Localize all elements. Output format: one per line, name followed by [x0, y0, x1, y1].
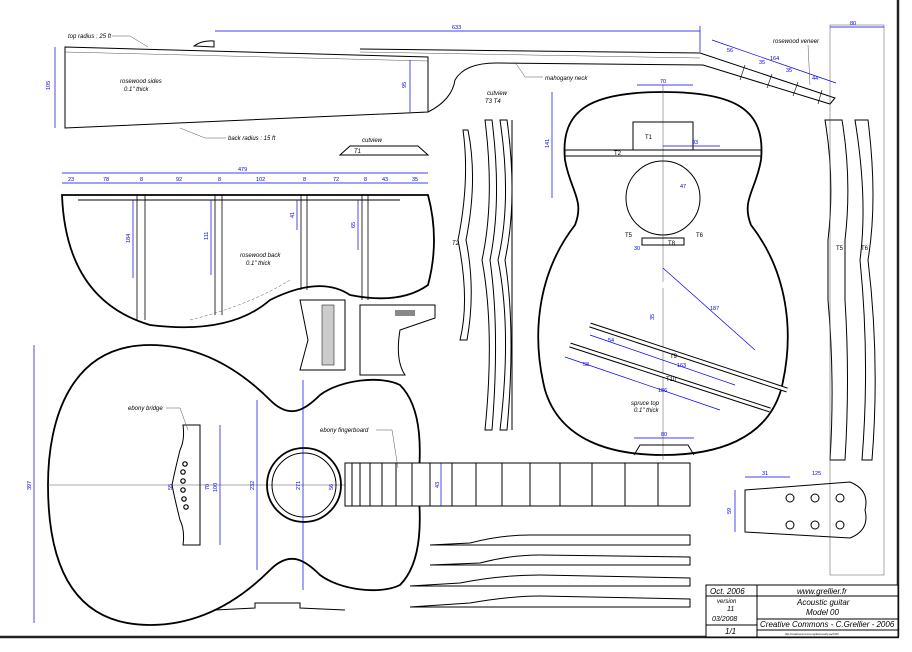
dim-top-163: 163	[677, 363, 686, 369]
title-model: Model 00	[806, 608, 839, 617]
dim-head-1: 56	[727, 48, 733, 54]
dim-back-seg: 23	[68, 177, 74, 183]
title-website: www.grellier.fr	[797, 587, 847, 596]
dim-back-seg: 8	[303, 177, 306, 183]
dim-brace-height: 184	[126, 234, 132, 243]
dim-back-seg: 102	[256, 177, 265, 183]
neck-profile-view: 80 T5 T6	[824, 21, 885, 576]
label-neck-t5: T5	[836, 246, 844, 252]
dim-bridge-70: 70	[205, 484, 211, 490]
side-view: 105 95 633 56 164 35 35 44 top radius : …	[46, 25, 837, 142]
dim-back-seg: 78	[103, 177, 109, 183]
dim-headstock-width: 80	[850, 21, 856, 27]
title-date: Oct. 2006	[710, 587, 745, 596]
dim-bridge-55: 55	[168, 484, 174, 490]
label-ebony-bridge: ebony bridge	[128, 406, 163, 412]
label-brace-t6: T6	[696, 233, 704, 239]
label-brace-t8: T8	[668, 241, 676, 247]
label-brace-t9: T9	[670, 354, 678, 360]
dim-top-30: 30	[634, 246, 640, 252]
label-ebony-fingerboard: ebony fingerboard	[320, 428, 369, 434]
dim-peghead-125: 125	[812, 471, 821, 477]
dim-scale-length: 633	[452, 25, 461, 31]
label-rosewood-veneer: rosewood veneer	[773, 39, 820, 45]
dim-brace-height: 111	[204, 232, 210, 240]
dim-sides-height: 105	[46, 81, 52, 90]
label-mahogany-neck: mahogany neck	[545, 76, 588, 82]
dim-top-187: 187	[710, 306, 719, 312]
label-brace-t5: T5	[625, 233, 633, 239]
label-back-thickness: 0.1" thick	[246, 261, 271, 267]
dim-peghead-59: 59	[727, 508, 733, 514]
top-bracing-view: T1 T2 T8 T5 T6 T9 T10 70 141 93 47 30 35…	[537, 79, 789, 460]
back-plate-view: 479 23 78 8 92 8 102 8 72 8 43 35 184 11…	[61, 167, 436, 376]
front-view: ebony bridge ebony fingerboard 397 232 2…	[27, 344, 691, 626]
title-version-number: 11	[727, 606, 734, 613]
dim-top-hole: 47	[680, 184, 686, 190]
dim-sides-end: 95	[402, 82, 408, 88]
dim-top-upper-len: 141	[545, 139, 551, 148]
dim-back-width: 479	[238, 167, 247, 173]
dim-back-seg: 8	[364, 177, 367, 183]
dim-nut-56: 56	[329, 484, 335, 490]
dim-body-length: 397	[27, 481, 33, 490]
dim-back-seg: 43	[382, 177, 388, 183]
dim-back-seg: 35	[412, 177, 418, 183]
title-license: Creative Commons - C.Grellier - 2006	[760, 620, 895, 629]
dim-head-2: 164	[770, 56, 779, 62]
dim-waist: 232	[250, 481, 256, 490]
label-back-material: rosewood back	[240, 253, 281, 259]
title-sheet: 1/1	[725, 627, 736, 636]
label-t3t4: T3 T4	[485, 99, 501, 105]
label-top-thickness: 0.1" thick	[634, 408, 659, 414]
title-license-url: http://creativecommons.org/licenses/by-s…	[785, 633, 839, 636]
dim-back-seg: 8	[218, 177, 221, 183]
title-main: Acoustic guitar	[796, 598, 850, 607]
title-version-label: version	[717, 599, 737, 605]
cutview-t1: cutview T1 cutview T3 T4	[338, 91, 508, 156]
dim-upper-bout: 271	[296, 481, 302, 490]
dim-brace-height: 41	[290, 212, 296, 218]
dim-back-seg: 72	[333, 177, 339, 183]
dim-back-seg: 8	[140, 177, 143, 183]
dim-top-186: 186	[658, 388, 667, 394]
label-brace-t2: T2	[614, 151, 622, 157]
label-cutview-t1: cutview	[362, 138, 383, 144]
dim-top-58: 58	[583, 362, 589, 368]
dim-bridge-100: 100	[213, 483, 219, 492]
label-neck-t6: T6	[861, 246, 869, 252]
dim-top-upper-width: 70	[660, 79, 666, 85]
label-side-t2: T2	[452, 241, 460, 247]
label-brace-t1: T1	[645, 135, 653, 141]
label-sides-thickness: 0.1" thick	[124, 87, 149, 93]
dim-back-seg: 92	[176, 177, 182, 183]
dim-top-54: 54	[608, 338, 614, 344]
label-cutview-t3t4: cutview	[487, 91, 508, 97]
label-back-radius: back radius : 15 ft	[228, 136, 276, 142]
dim-head-4: 35	[786, 68, 792, 74]
dim-head-3: 35	[759, 60, 765, 66]
dim-peghead-31: 31	[762, 471, 768, 477]
label-brace-t10: T10	[666, 377, 677, 383]
dim-top-35: 35	[650, 314, 656, 320]
title-block: Oct. 2006 www.grellier.fr version 11 03/…	[705, 584, 899, 638]
label-sides-material: rosewood sides	[120, 79, 162, 85]
title-version-date: 03/2008	[712, 616, 737, 623]
dim-top-lower: 80	[661, 432, 667, 438]
label-top-radius: top radius : 25 ft	[68, 34, 111, 40]
label-spruce-top: spruce top	[631, 401, 660, 407]
brace-profiles: T2	[452, 119, 513, 431]
brace-strips	[214, 534, 691, 611]
label-t1: T1	[354, 149, 361, 155]
dim-brace-height: 65	[351, 222, 357, 228]
dim-neck-43: 43	[435, 482, 441, 488]
dim-head-5: 44	[812, 76, 818, 82]
peghead-view: 31 125 59	[727, 471, 867, 539]
dim-top-93: 93	[692, 140, 698, 146]
